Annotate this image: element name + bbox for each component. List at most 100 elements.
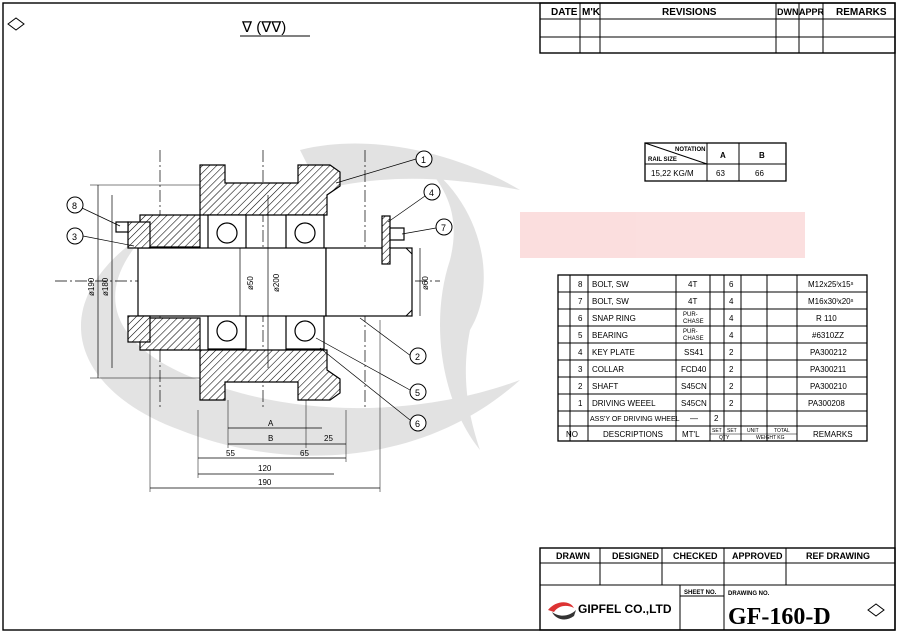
parts-row-remarks: PA300211 xyxy=(810,365,847,374)
parts-header-desc: DESCRIPTIONS xyxy=(603,430,663,439)
rev-header-revisions: REVISIONS xyxy=(662,7,717,18)
notation-b-value: 66 xyxy=(755,169,764,178)
parts-row-mtl-line: CHASE xyxy=(683,336,704,342)
parts-row-qty: 4 xyxy=(729,331,734,340)
parts-row-mtl: PUR-CHASE xyxy=(683,329,704,342)
parts-row-mtl-line: CHASE xyxy=(683,319,704,325)
parts-row-mtl: FCD40 xyxy=(681,365,707,374)
parts-row-mtl: 4T xyxy=(688,280,697,289)
rail-size-label: RAIL SIZE xyxy=(648,157,677,163)
rev-header-dwn: DWN xyxy=(777,7,799,17)
balloon-6-label: 6 xyxy=(415,419,420,429)
drawing-no-label: DRAWING NO. xyxy=(728,591,770,597)
parts-header-remarks: REMARKS xyxy=(813,430,853,439)
parts-row-mtl-line: PUR- xyxy=(683,312,698,318)
dim-dia-50: ø50 xyxy=(246,276,255,290)
parts-row-qty: 4 xyxy=(729,314,734,323)
revisions-table: DATE M'K REVISIONS DWN APPR REMARKS xyxy=(539,2,896,54)
dim-65: 65 xyxy=(300,449,309,458)
parts-row-qty: 6 xyxy=(729,280,734,289)
balloon-2-label: 2 xyxy=(415,352,420,362)
parts-header-qty: QTY xyxy=(719,435,730,441)
balloon-5-label: 5 xyxy=(415,388,420,398)
company-name: GIPFEL CO.,LTD xyxy=(578,602,672,616)
title-block: DRAWN DESIGNED CHECKED APPROVED REF DRAW… xyxy=(539,547,896,631)
balloon-7: 7 xyxy=(401,218,453,236)
notation-label: NOTATION xyxy=(675,147,705,153)
parts-header-set: SET xyxy=(712,428,722,434)
parts-row-remarks: #6310ZZ xyxy=(812,331,844,340)
parts-row-desc: SNAP RING xyxy=(592,314,636,323)
drawing-number: GF-160-D xyxy=(728,604,831,630)
dim-55: 55 xyxy=(226,449,235,458)
title-checked-label: CHECKED xyxy=(673,551,718,561)
parts-row-no: 5 xyxy=(578,331,583,340)
parts-row-qty: 2 xyxy=(729,399,734,408)
parts-row-no: 1 xyxy=(578,399,583,408)
parts-row-mtl: SS41 xyxy=(684,348,704,357)
parts-row-mtl: S45CN xyxy=(681,399,707,408)
parts-row-mtl-line: PUR- xyxy=(683,329,698,335)
parts-row-remarks: M16x30ˡx20ˢ xyxy=(808,297,854,306)
rev-header-remarks: REMARKS xyxy=(836,7,887,18)
corner-mark-br xyxy=(867,603,885,617)
dim-a: A xyxy=(268,419,274,428)
title-ref-drawing-label: REF DRAWING xyxy=(806,551,870,561)
dim-b: B xyxy=(268,434,273,443)
balloon-1: 1 xyxy=(335,150,433,184)
parts-row-no: 7 xyxy=(578,297,583,306)
rail-size-value: 15,22 KG/M xyxy=(651,169,694,178)
balloon-4: 4 xyxy=(387,183,441,223)
parts-row-no: 2 xyxy=(578,382,583,391)
assembly-desc: ASS'Y OF DRIVING WHEEL xyxy=(590,416,680,423)
dim-25: 25 xyxy=(324,434,333,443)
parts-row-mtl: S45CN xyxy=(681,382,707,391)
parts-header-weight: WEIGHT KG xyxy=(756,435,785,441)
balloon-5: 5 xyxy=(315,337,427,401)
parts-row-remarks: M12x25ˡx15ˢ xyxy=(808,280,854,289)
parts-header-total: TOTAL xyxy=(774,428,790,434)
rev-header-mk: M'K xyxy=(582,7,601,18)
notation-col-a: A xyxy=(720,151,726,160)
parts-row-remarks: PA300212 xyxy=(810,348,847,357)
watermark-logo xyxy=(80,143,805,456)
parts-row-qty: 2 xyxy=(729,382,734,391)
parts-list: 8 BOLT, SW 4T 6 M12x25ˡx15ˢ 7 BOLT, SW 4… xyxy=(557,274,868,442)
title-approved-label: APPROVED xyxy=(732,551,783,561)
wheel-section-drawing: ø190 ø180 ø50 ø200 ø60 A B 25 55 65 120 … xyxy=(55,150,453,492)
dim-dia-180: ø180 xyxy=(101,277,110,296)
rev-header-appr: APPR xyxy=(799,7,825,17)
balloon-4-label: 4 xyxy=(429,188,434,198)
parts-header-mtl: MT'L xyxy=(682,430,700,439)
parts-row-desc: DRIVING WEEEL xyxy=(592,399,656,408)
assembly-qty: 2 xyxy=(714,414,719,423)
balloon-2: 2 xyxy=(359,317,427,365)
parts-row-desc: KEY PLATE xyxy=(592,348,635,357)
dim-190: 190 xyxy=(258,478,272,487)
parts-row-remarks: R 110 xyxy=(816,314,837,323)
dim-dia-60: ø60 xyxy=(421,276,430,290)
notation-a-value: 63 xyxy=(716,169,725,178)
balloon-7-label: 7 xyxy=(441,223,446,233)
parts-row-desc: SHAFT xyxy=(592,382,618,391)
sheet-no-label: SHEET NO. xyxy=(684,590,717,596)
parts-row-qty: 4 xyxy=(729,297,734,306)
title-drawn-label: DRAWN xyxy=(556,551,590,561)
parts-row-desc: BOLT, SW xyxy=(592,280,629,289)
parts-row-mtl: 4T xyxy=(688,297,697,306)
parts-row-remarks: PA300208 xyxy=(808,399,845,408)
notation-table: NOTATION RAIL SIZE A B 15,22 KG/M 63 66 xyxy=(644,142,787,182)
balloon-8-label: 8 xyxy=(72,201,77,211)
parts-header-no: NO xyxy=(566,430,578,439)
parts-row-qty: 2 xyxy=(729,348,734,357)
parts-header-unit: UNIT xyxy=(747,428,759,434)
balloon-3: 3 xyxy=(66,227,135,247)
parts-row-no: 6 xyxy=(578,314,583,323)
balloon-1-label: 1 xyxy=(421,155,426,165)
parts-row-desc: BOLT, SW xyxy=(592,297,629,306)
parts-row-no: 3 xyxy=(578,365,583,374)
parts-row-no: 4 xyxy=(578,348,583,357)
parts-row-no: 8 xyxy=(578,280,583,289)
gipfel-logo xyxy=(548,602,576,620)
